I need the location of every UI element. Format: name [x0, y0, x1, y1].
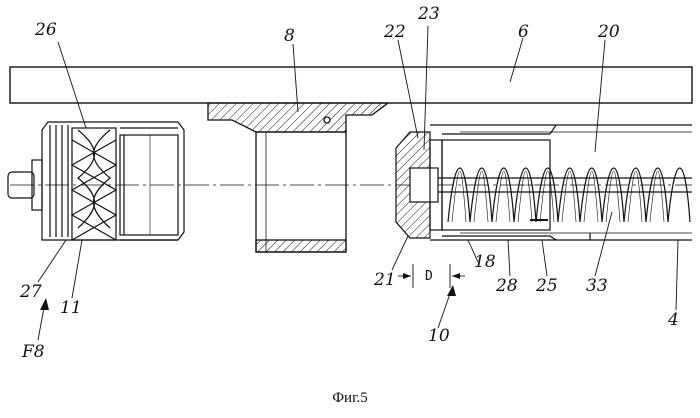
left-assembly	[8, 122, 184, 240]
label-23: 23	[418, 6, 440, 23]
label-10: 10	[428, 328, 450, 345]
label-33: 33	[586, 278, 608, 295]
label-11: 11	[60, 300, 82, 317]
label-25: 25	[536, 278, 558, 295]
label-F8: F8	[22, 344, 45, 361]
label-18: 18	[474, 254, 496, 271]
figure-caption: Фиг.5	[0, 390, 700, 407]
label-4: 4	[668, 312, 679, 329]
label-26: 26	[35, 22, 57, 39]
label-22: 22	[384, 24, 406, 41]
arrowheads	[40, 273, 460, 310]
label-21: 21	[374, 272, 396, 289]
bracket-8	[208, 103, 388, 252]
rail-6	[10, 67, 692, 103]
label-8: 8	[284, 28, 295, 45]
leader-lines	[38, 26, 678, 340]
right-assembly	[396, 125, 692, 240]
label-27: 27	[20, 284, 42, 301]
label-20: 20	[598, 24, 620, 41]
label-6: 6	[518, 24, 529, 41]
label-28: 28	[496, 278, 518, 295]
dimension-D: D	[425, 269, 433, 284]
